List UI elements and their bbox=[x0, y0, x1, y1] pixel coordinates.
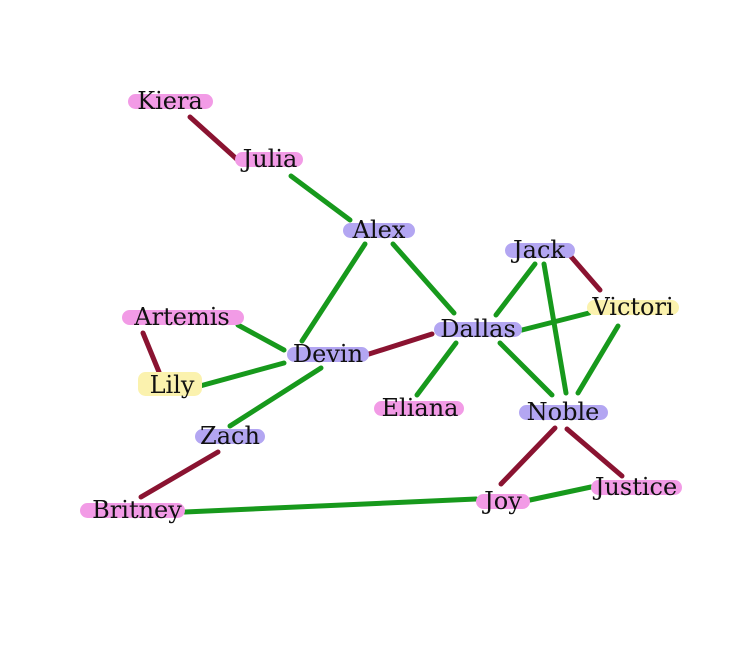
node-kiera: Kiera bbox=[128, 87, 213, 115]
node-highlight bbox=[138, 372, 202, 396]
node-label: Zach bbox=[200, 422, 260, 450]
edge-kiera-julia bbox=[187, 114, 243, 165]
node-label: Victori bbox=[591, 293, 674, 321]
node-highlight bbox=[587, 300, 679, 315]
node-zach: Zach bbox=[195, 422, 265, 450]
node-britney: Britney bbox=[80, 496, 185, 524]
edge-julia-alex bbox=[288, 173, 353, 223]
edge-noble-joy bbox=[498, 425, 558, 487]
edge-joy-britney bbox=[182, 496, 479, 515]
node-noble: Noble bbox=[519, 398, 608, 426]
edge-zach-britney bbox=[138, 449, 221, 500]
node-highlight bbox=[476, 494, 530, 509]
node-label: Alex bbox=[352, 216, 406, 244]
node-eliana: Eliana bbox=[374, 394, 464, 422]
edge-victori-noble bbox=[575, 323, 621, 396]
node-joy: Joy bbox=[476, 487, 530, 515]
node-highlight bbox=[287, 347, 369, 362]
edge-devin-lily bbox=[197, 360, 287, 389]
node-dallas: Dallas bbox=[434, 315, 522, 343]
node-label: Kiera bbox=[137, 87, 203, 115]
node-label: Devin bbox=[293, 340, 363, 368]
node-label: Jack bbox=[510, 236, 565, 264]
node-label: Joy bbox=[481, 487, 522, 515]
node-label: Dallas bbox=[440, 315, 516, 343]
node-label: Lily bbox=[150, 371, 195, 399]
node-lily: Lily bbox=[138, 371, 202, 399]
edge-alex-devin bbox=[299, 241, 368, 344]
edges-layer bbox=[138, 114, 625, 515]
node-alex: Alex bbox=[343, 216, 415, 244]
edge-jack-noble bbox=[541, 261, 569, 396]
node-highlight bbox=[235, 152, 303, 167]
node-highlight bbox=[128, 94, 213, 109]
edge-alex-dallas bbox=[390, 241, 457, 316]
edge-devin-zach bbox=[227, 365, 324, 429]
node-label: Britney bbox=[92, 496, 182, 524]
node-highlight bbox=[343, 223, 415, 238]
edge-jack-dallas bbox=[493, 261, 538, 318]
node-justice: Justice bbox=[591, 473, 682, 501]
node-highlight bbox=[505, 243, 575, 258]
node-highlight bbox=[591, 480, 682, 495]
node-label: Justice bbox=[592, 473, 677, 501]
node-victori: Victori bbox=[587, 293, 679, 321]
node-julia: Julia bbox=[235, 145, 303, 173]
edge-artemis-devin bbox=[235, 322, 287, 353]
node-highlight bbox=[374, 401, 464, 416]
node-label: Artemis bbox=[133, 303, 229, 331]
edge-noble-justice bbox=[564, 426, 625, 479]
node-highlight bbox=[122, 310, 244, 325]
edge-dallas-devin bbox=[366, 331, 435, 357]
node-artemis: Artemis bbox=[122, 303, 244, 331]
edge-justice-joy bbox=[527, 484, 594, 503]
node-label: Eliana bbox=[382, 394, 459, 422]
node-label: Julia bbox=[240, 145, 298, 173]
node-highlight bbox=[195, 429, 265, 444]
node-highlight bbox=[80, 503, 185, 518]
node-highlight bbox=[519, 405, 608, 420]
node-jack: Jack bbox=[505, 236, 575, 264]
edge-artemis-lily bbox=[140, 330, 162, 375]
edge-dallas-noble bbox=[497, 340, 555, 398]
edge-jack-victori bbox=[564, 249, 603, 293]
node-label: Noble bbox=[527, 398, 600, 426]
edge-dallas-eliana bbox=[414, 340, 459, 398]
node-devin: Devin bbox=[287, 340, 369, 368]
node-highlight bbox=[434, 322, 522, 337]
edge-victori-dallas bbox=[519, 310, 592, 333]
